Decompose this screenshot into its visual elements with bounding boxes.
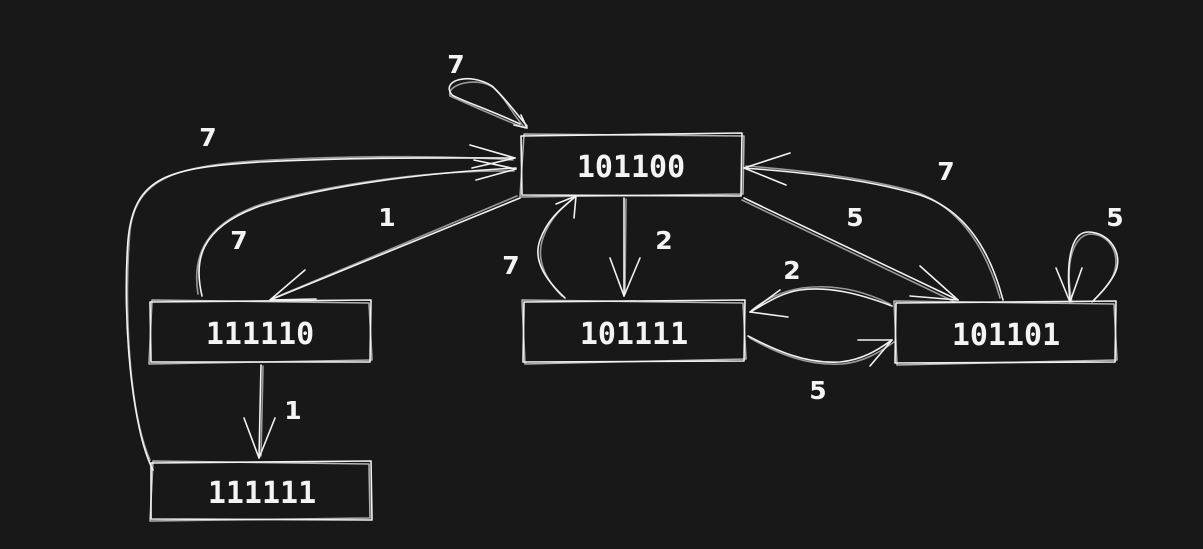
edge-101100-to-101101 — [741, 197, 959, 303]
edge-label-101101-self: 5 — [1106, 203, 1123, 232]
edge-101100-self-loop — [448, 77, 528, 129]
edge-111110-to-101100 — [195, 159, 517, 297]
edge-101111-to-101101 — [747, 335, 895, 367]
node-101100-label: 101100 — [577, 150, 685, 185]
edge-label-101100-to-101111: 2 — [655, 226, 672, 255]
edge-111110-to-111111 — [243, 364, 276, 459]
node-101101-label: 101101 — [952, 318, 1060, 353]
edge-101101-to-101100 — [743, 152, 1004, 301]
edge-111111-to-101100 — [125, 144, 516, 471]
edge-101100-to-111110 — [269, 195, 521, 301]
node-101111-label: 101111 — [580, 317, 688, 352]
edge-label-101100-to-101101: 5 — [846, 203, 863, 232]
edge-101101-self-loop — [1055, 231, 1119, 303]
node-101111: 101111 — [521, 299, 747, 365]
edge-label-101101-to-101111: 2 — [783, 256, 800, 285]
node-111111-label: 111111 — [208, 476, 316, 511]
edge-label-111111-to-101100: 7 — [199, 123, 216, 152]
node-101100: 101100 — [519, 132, 745, 198]
edge-label-111110-to-101100: 7 — [230, 226, 247, 255]
edge-101100-to-101111 — [609, 197, 641, 297]
edge-label-101100-self: 7 — [447, 50, 464, 79]
node-111110-label: 111110 — [206, 317, 314, 352]
edge-label-101101-to-101100: 7 — [937, 157, 954, 186]
node-111110: 111110 — [148, 299, 373, 365]
edge-label-101100-to-111110: 1 — [378, 203, 395, 232]
edge-101111-to-101100 — [537, 195, 577, 299]
edge-label-111110-to-111111: 1 — [284, 396, 301, 425]
edge-label-101111-to-101100: 7 — [502, 251, 519, 280]
edge-label-101111-to-101101: 5 — [809, 376, 826, 405]
node-111111: 111111 — [149, 460, 373, 522]
node-101101: 101101 — [893, 300, 1118, 366]
edge-101101-to-101111 — [749, 285, 893, 318]
